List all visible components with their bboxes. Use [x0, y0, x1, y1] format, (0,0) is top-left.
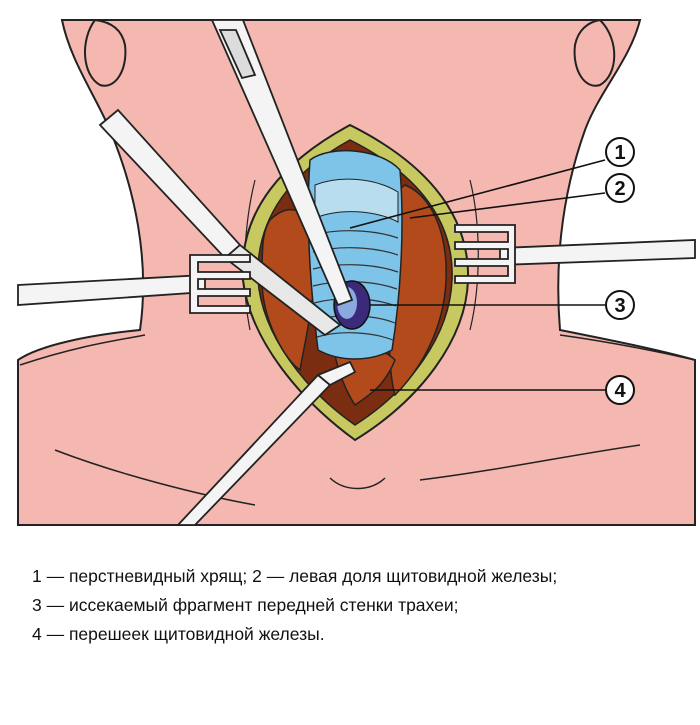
right-ear — [573, 18, 616, 87]
callout-1-number: 1 — [614, 142, 625, 164]
callout-3: 3 — [605, 290, 635, 320]
callout-2: 2 — [605, 173, 635, 203]
surgical-instruments — [17, 19, 696, 526]
callout-4-number: 4 — [614, 380, 626, 402]
callout-4: 4 — [605, 375, 635, 405]
legend-line-2: 3 — иссекаемый фрагмент передней стенки … — [32, 595, 459, 615]
jugular-notch — [329, 477, 386, 490]
leader-lines — [349, 159, 606, 391]
leader-line-2 — [409, 192, 606, 219]
callout-markers: 1 2 3 4 — [605, 137, 635, 405]
callout-1: 1 — [605, 137, 635, 167]
callout-2-number: 2 — [614, 178, 625, 200]
left-ear — [83, 18, 127, 87]
tracheotomy-illustration: 1 2 3 4 — [17, 18, 696, 526]
leader-line-1 — [349, 159, 606, 229]
forceps — [210, 19, 354, 307]
legend-line-1: 1 — перстневидный хрящ; 2 — левая доля щ… — [32, 566, 558, 586]
cricoid-cartilage — [314, 178, 399, 223]
figure-legend: 1 — перстневидный хрящ; 2 — левая доля щ… — [32, 562, 692, 649]
callout-3-number: 3 — [614, 295, 625, 317]
legend-line-3: 4 — перешеек щитовидной железы. — [32, 624, 325, 644]
